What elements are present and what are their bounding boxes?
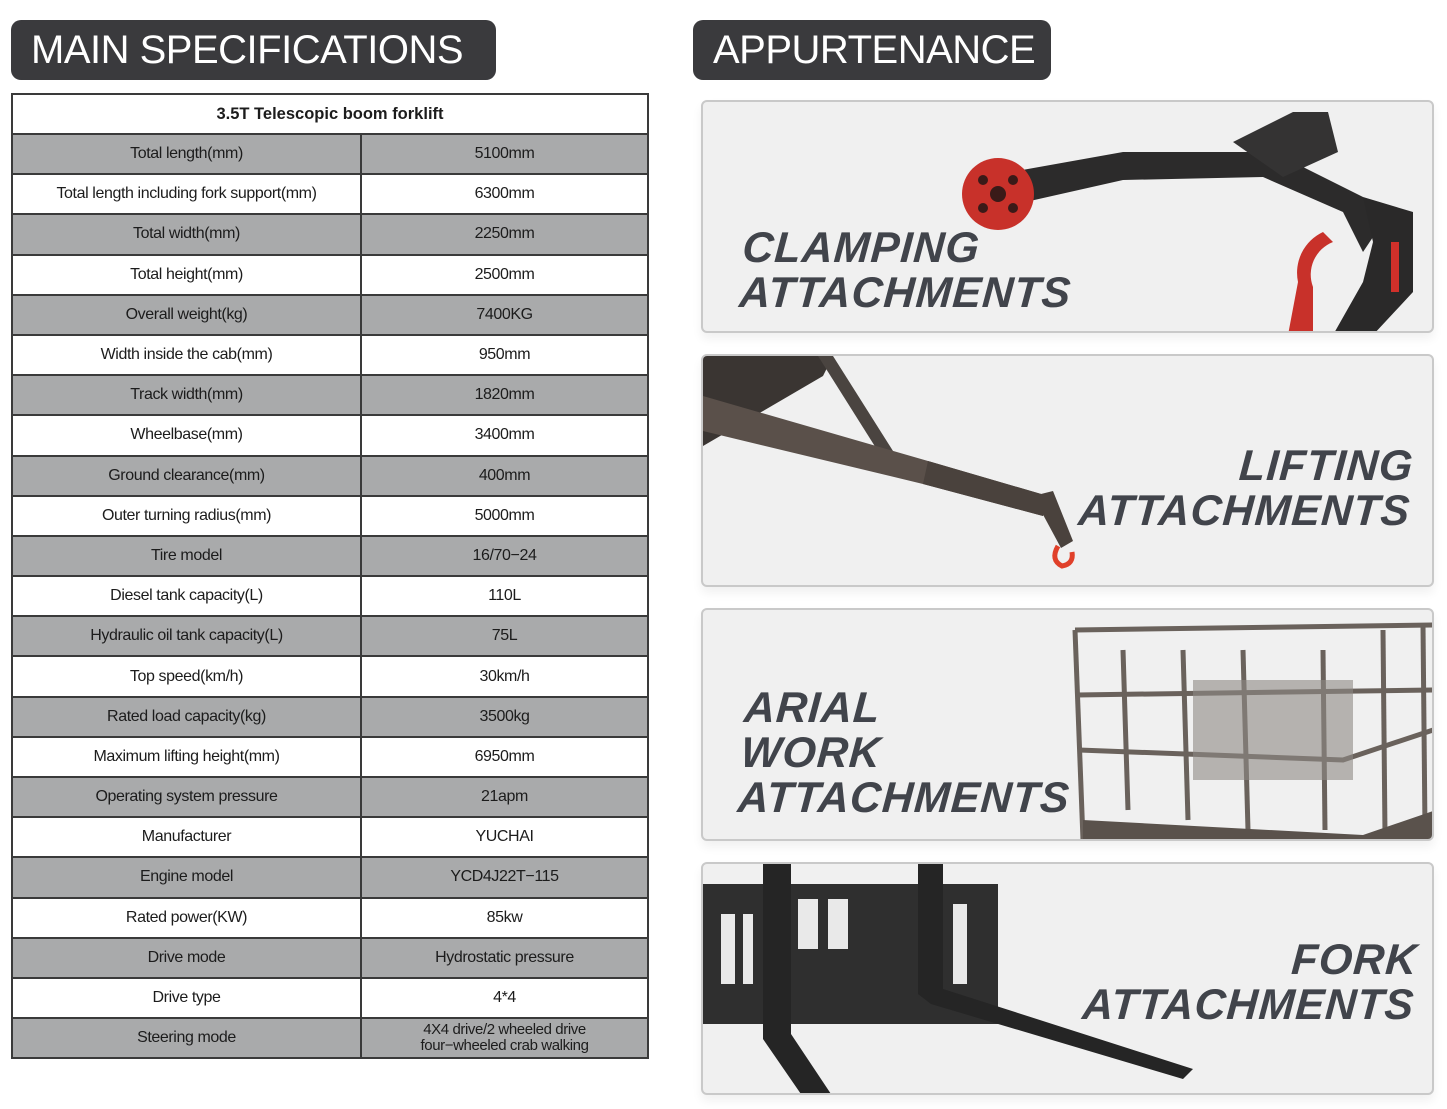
spec-value: Hydrostatic pressure	[360, 936, 649, 979]
spec-label: Width inside the cab(mm)	[11, 333, 362, 377]
spec-label: Engine model	[11, 856, 362, 899]
spec-value: 6950mm	[360, 735, 649, 779]
table-row: Width inside the cab(mm)950mm	[11, 333, 649, 377]
spec-value: 110L	[360, 575, 649, 618]
spec-label: Total length(mm)	[11, 132, 362, 176]
spec-label: Maximum lifting height(mm)	[11, 735, 362, 779]
table-row: Top speed(km/h)30km/h	[11, 655, 649, 698]
fork-attachments-title: FORK ATTACHMENTS	[1080, 936, 1420, 1029]
spec-value: 16/70−24	[360, 534, 649, 578]
spec-value: 950mm	[360, 333, 649, 377]
appurtenance-title: APPURTENANCE	[713, 28, 1036, 72]
appurtenance-header: APPURTENANCE	[693, 20, 1051, 80]
spec-value: YUCHAI	[360, 816, 649, 859]
table-row: Wheelbase(mm)3400mm	[11, 414, 649, 457]
spec-value: 400mm	[360, 454, 649, 497]
table-row: Total height(mm)2500mm	[11, 253, 649, 296]
spec-value: 4X4 drive/2 wheeled drive four−wheeled c…	[360, 1017, 649, 1060]
arial-work-attachments-title: ARIAL WORK ATTACHMENTS	[736, 684, 1072, 822]
spec-label: Rated power(KW)	[11, 896, 362, 939]
spec-value: 2250mm	[360, 213, 649, 256]
spec-value: 4*4	[360, 976, 649, 1020]
table-row: Total length including fork support(mm)6…	[11, 173, 649, 216]
table-row: Outer turning radius(mm)5000mm	[11, 494, 649, 537]
spec-value: 6300mm	[360, 173, 649, 216]
lifting-attachments-title: LIFTING ATTACHMENTS	[1076, 442, 1416, 535]
table-title-row: 3.5T Telescopic boom forklift	[11, 93, 649, 135]
spec-value: 30km/h	[360, 655, 649, 698]
spec-label: Track width(mm)	[11, 374, 362, 417]
fork-attachments-card[interactable]: FORK ATTACHMENTS	[701, 862, 1434, 1095]
spec-table: 3.5T Telescopic boom forklift Total leng…	[11, 93, 649, 1060]
spec-value: 3400mm	[360, 414, 649, 457]
clamping-attachments-card[interactable]: CLAMPING ATTACHMENTS	[701, 100, 1434, 333]
table-row: Overall weight(kg)7400KG	[11, 293, 649, 336]
clamping-arm-illustration	[962, 112, 1413, 331]
spec-label: Drive mode	[11, 936, 362, 979]
spec-value: 7400KG	[360, 293, 649, 336]
spec-label: Manufacturer	[11, 816, 362, 859]
spec-value: 5100mm	[360, 132, 649, 176]
spec-label: Top speed(km/h)	[11, 655, 362, 698]
clamping-attachments-title: CLAMPING ATTACHMENTS	[737, 224, 1074, 317]
spec-label: Hydraulic oil tank capacity(L)	[11, 615, 362, 658]
spec-label: Total width(mm)	[11, 213, 362, 256]
spec-value-line-1: 4X4 drive/2 wheeled drive	[423, 1021, 586, 1039]
crane-jib-hook-illustration	[703, 356, 1075, 569]
table-row: Steering mode 4X4 drive/2 wheeled drive …	[11, 1017, 649, 1060]
spec-label: Total length including fork support(mm)	[11, 173, 362, 216]
table-title: 3.5T Telescopic boom forklift	[11, 93, 649, 135]
arial-work-attachments-card[interactable]: ARIAL WORK ATTACHMENTS	[701, 608, 1434, 841]
lifting-attachments-card[interactable]: LIFTING ATTACHMENTS	[701, 354, 1434, 587]
spec-value: 2500mm	[360, 253, 649, 296]
work-platform-cage-illustration	[1072, 622, 1432, 839]
spec-value: YCD4J22T−115	[360, 856, 649, 899]
table-row: Track width(mm)1820mm	[11, 374, 649, 417]
spec-label: Drive type	[11, 976, 362, 1020]
spec-label: Steering mode	[11, 1017, 362, 1060]
spec-value: 1820mm	[360, 374, 649, 417]
spec-value: 3500kg	[360, 695, 649, 738]
spec-label: Outer turning radius(mm)	[11, 494, 362, 537]
table-row: Ground clearance(mm)400mm	[11, 454, 649, 497]
table-row: Diesel tank capacity(L)110L	[11, 575, 649, 618]
table-row: Hydraulic oil tank capacity(L)75L	[11, 615, 649, 658]
spec-label: Ground clearance(mm)	[11, 454, 362, 497]
spec-label: Diesel tank capacity(L)	[11, 575, 362, 618]
spec-value: 21apm	[360, 775, 649, 819]
spec-label: Rated load capacity(kg)	[11, 695, 362, 738]
pallet-fork-illustration	[703, 864, 1193, 1093]
table-row: Total length(mm)5100mm	[11, 132, 649, 176]
main-specifications-header: MAIN SPECIFICATIONS	[11, 20, 496, 80]
spec-value-line-2: four−wheeled crab walking	[420, 1037, 589, 1055]
table-row: Rated load capacity(kg)3500kg	[11, 695, 649, 738]
spec-label: Total height(mm)	[11, 253, 362, 296]
spec-label: Overall weight(kg)	[11, 293, 362, 336]
spec-label: Tire model	[11, 534, 362, 578]
table-row: Maximum lifting height(mm)6950mm	[11, 735, 649, 779]
main-specifications-title: MAIN SPECIFICATIONS	[31, 28, 464, 72]
table-row: Total width(mm)2250mm	[11, 213, 649, 256]
spec-value: 85kw	[360, 896, 649, 939]
spec-value: 75L	[360, 615, 649, 658]
spec-label: Wheelbase(mm)	[11, 414, 362, 457]
spec-label: Operating system pressure	[11, 775, 362, 819]
spec-value: 5000mm	[360, 494, 649, 537]
table-row: Rated power(KW)85kw	[11, 896, 649, 939]
